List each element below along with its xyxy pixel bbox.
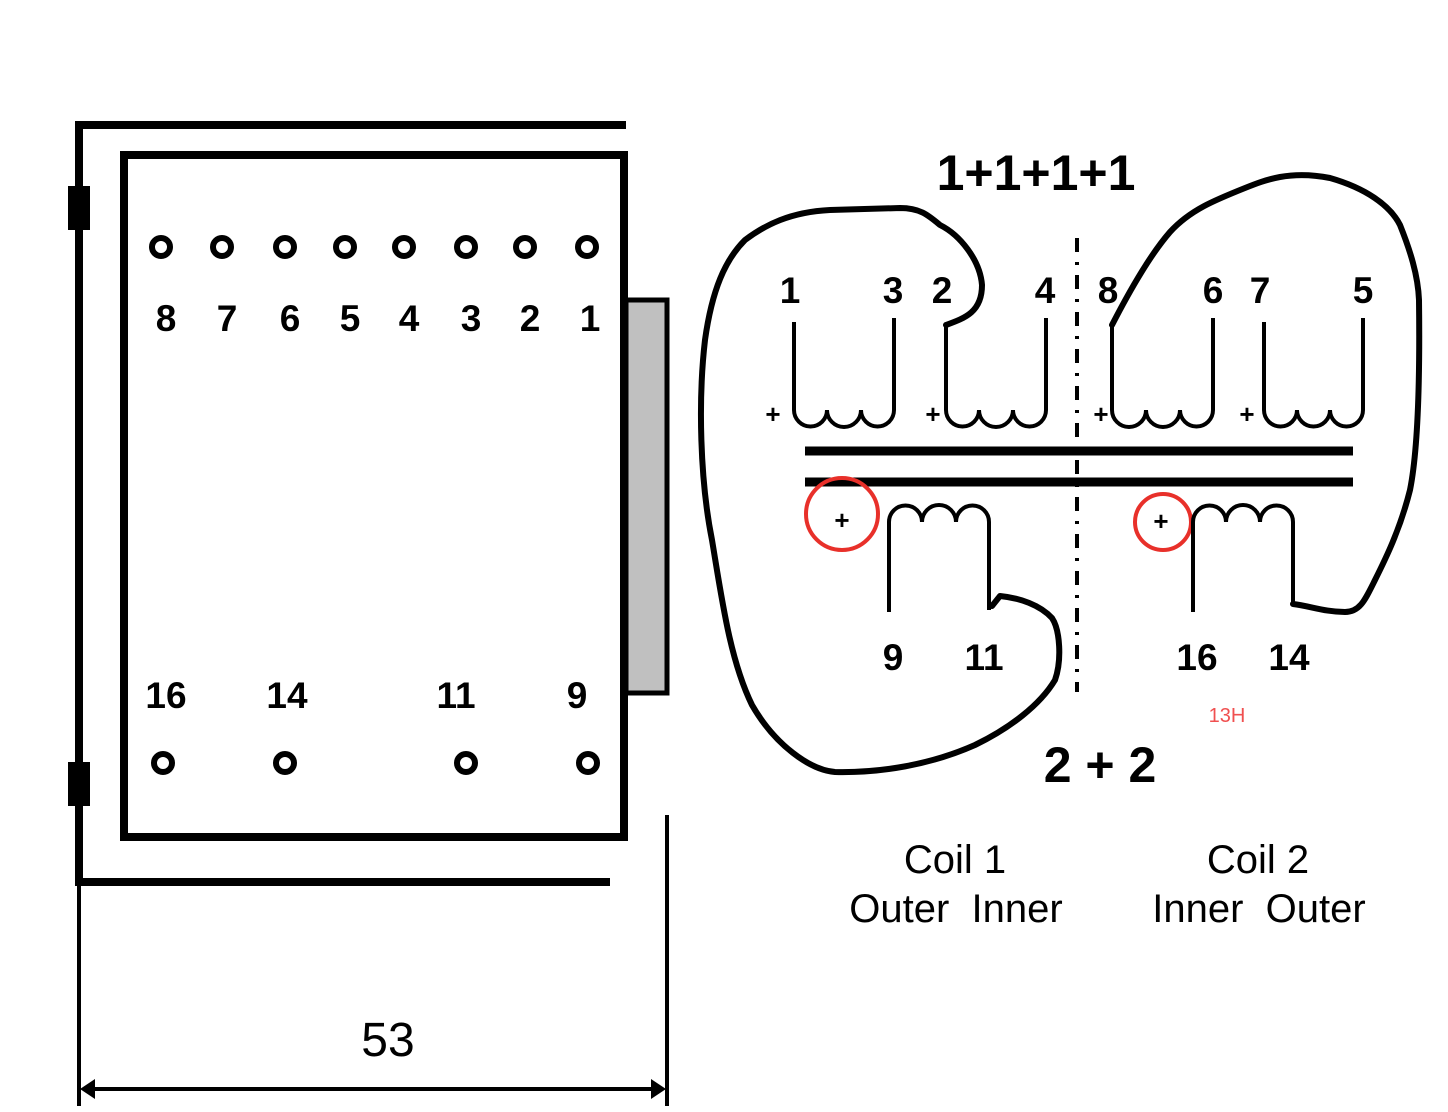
polarity-mark: + <box>1239 399 1254 429</box>
coil2-title: Coil 2 <box>1207 838 1309 882</box>
polarity-mark: + <box>765 399 780 429</box>
pin-hole <box>273 751 297 775</box>
jumper-loop-left <box>697 205 1063 776</box>
secondary-winding-9-11: + 9 11 <box>804 476 1004 678</box>
pin-hole <box>210 235 234 259</box>
pin-label: 2 <box>520 298 541 339</box>
coil2-subtitle: Inner Outer <box>1152 887 1365 931</box>
winding-coil-icon <box>1191 503 1295 612</box>
pin-label: 1 <box>580 298 601 339</box>
bracket-hinge-bottom <box>68 762 90 806</box>
primary-winding-2-4: 2 4 + <box>925 270 1055 429</box>
winding-coil-icon <box>1262 318 1365 429</box>
primary-winding-7-5: 7 5 + <box>1239 270 1373 429</box>
package-view: 8 7 6 5 4 3 2 1 16 14 11 9 53 <box>68 121 670 1106</box>
pin-hole <box>454 235 478 259</box>
polarity-highlight-circle <box>804 476 880 552</box>
schematic-view: 1+1+1+1 1 3 + 2 4 + 8 6 + <box>697 145 1423 931</box>
side-tab <box>623 297 670 696</box>
annotation-note: 13H <box>1209 705 1246 727</box>
pin-label: 11 <box>964 637 1003 678</box>
pin-hole <box>273 235 297 259</box>
pin-hole <box>333 235 357 259</box>
pin-hole <box>454 751 478 775</box>
top-pin-row: 8 7 6 5 4 3 2 1 <box>149 235 601 339</box>
pin-label: 1 <box>780 270 801 311</box>
pin-label: 16 <box>145 675 186 716</box>
pin-label: 3 <box>883 270 904 311</box>
pin-hole <box>392 235 416 259</box>
pin-hole <box>513 235 537 259</box>
coil-legend: Coil 1 Outer Inner Coil 2 Inner Outer <box>849 838 1365 931</box>
secondary-winding-16-14: + 16 14 <box>1133 492 1310 678</box>
pin-label: 8 <box>156 298 177 339</box>
pin-hole <box>151 751 175 775</box>
coil1-title: Coil 1 <box>904 838 1006 882</box>
pin-label: 8 <box>1098 270 1119 311</box>
width-dimension: 53 <box>77 815 669 1106</box>
polarity-mark: + <box>925 399 940 429</box>
mounting-bracket <box>75 121 626 886</box>
dimension-value: 53 <box>361 1014 414 1067</box>
primary-winding-1-3: 1 3 + <box>765 270 903 429</box>
bracket-hinge-top <box>68 186 90 230</box>
pin-label: 14 <box>266 675 308 716</box>
winding-coil-icon <box>944 318 1048 429</box>
pin-label: 6 <box>280 298 301 339</box>
pin-label: 9 <box>883 637 904 678</box>
pin-label: 11 <box>436 675 475 716</box>
pin-hole <box>149 235 173 259</box>
pin-hole <box>575 235 599 259</box>
coil1-subtitle: Outer Inner <box>849 887 1062 931</box>
pin-label: 9 <box>567 675 588 716</box>
winding-coil-icon <box>792 318 896 429</box>
pin-hole <box>576 751 600 775</box>
winding-coil-icon <box>887 503 991 612</box>
polarity-mark: + <box>834 505 849 535</box>
pin-label: 7 <box>217 298 238 339</box>
package-body <box>120 151 628 841</box>
pin-label: 3 <box>461 298 482 339</box>
winding-coil-icon <box>1110 318 1215 429</box>
pin-label: 16 <box>1176 637 1217 678</box>
arrowhead-right-icon <box>651 1079 666 1099</box>
pin-label: 4 <box>1035 270 1056 311</box>
primary-winding-8-6: 8 6 + <box>1093 270 1223 429</box>
bottom-pin-row: 16 14 11 9 <box>145 675 600 775</box>
arrowhead-left-icon <box>80 1079 95 1099</box>
pin-label: 2 <box>932 270 953 311</box>
pin-label: 4 <box>399 298 420 339</box>
polarity-mark: + <box>1093 399 1108 429</box>
pin-label: 5 <box>1353 270 1374 311</box>
bottom-config-label: 2 + 2 <box>1044 737 1157 793</box>
polarity-mark: + <box>1153 506 1168 536</box>
jumper-loop-right <box>1109 172 1423 615</box>
top-config-label: 1+1+1+1 <box>937 145 1136 201</box>
pin-label: 7 <box>1250 270 1271 311</box>
pin-label: 14 <box>1268 637 1310 678</box>
pin-label: 5 <box>340 298 361 339</box>
pin-label: 6 <box>1203 270 1224 311</box>
